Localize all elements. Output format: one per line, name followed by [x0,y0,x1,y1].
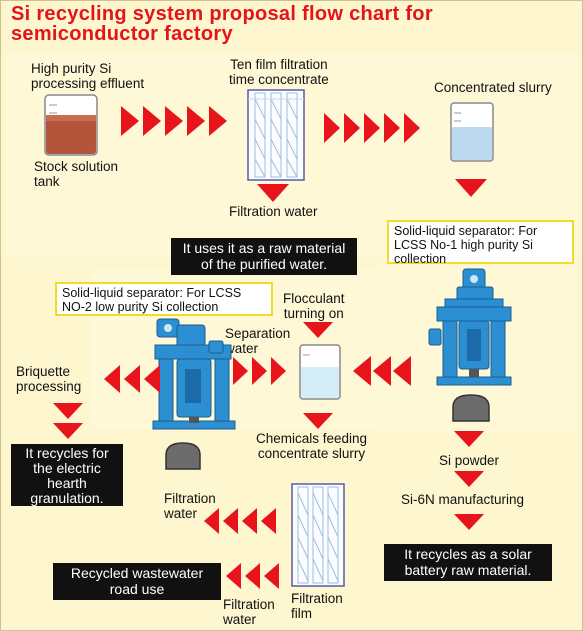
si-powder-label: Si powder [439,453,500,468]
arrow-left-icon [204,508,276,534]
arrow-down-filtration [257,184,289,204]
briquette-line-1: Briquette [16,364,71,379]
si6n-label: Si-6N manufacturing [401,492,525,507]
arrow-down-icon [455,179,487,197]
effluent-label-line-1: High purity Si [31,61,112,76]
filter-icon [291,483,345,587]
separation-water-label: Separation water [225,326,290,356]
arrow-down-flocculant [303,322,333,340]
arrow-down-icon [454,514,484,530]
separator-1-label: Solid-liquid separator: For LCSS No-1 hi… [387,220,574,266]
title-line-1: Si recycling system proposal flow chart … [11,3,433,25]
filtration-water-left-line-1: Filtration [164,491,216,506]
separator-1-line-1: Solid-liquid separator: For [394,224,538,238]
filtration-film-label: Filtration film [291,591,343,621]
filtration-water-left-label: Filtration water [164,491,216,521]
briquette-line-2: processing [16,379,82,394]
arrow-down-icon [257,184,289,202]
hearth-line-3: hearth [47,475,87,491]
effluent-label: High purity Si processing effluent [31,61,144,91]
filtration-top-line-1: Ten film filtration [230,57,328,72]
filtration-top-line-2: time concentrate [229,72,329,87]
arrow-right-icon [233,357,286,385]
briquette-label: Briquette processing [16,364,81,394]
arrow-down-icon [53,403,83,439]
title-line-2: semiconductor factory [11,23,233,45]
electric-hearth-box: It recycles for the electric hearth gran… [11,444,123,506]
solar-battery-box: It recycles as a solar battery raw mater… [384,544,552,581]
arrow-down-icon [303,322,333,338]
chemicals-line-1: Chemicals feeding [256,431,368,446]
si-cake-icon [164,441,202,471]
separator-2-line-1: Solid-liquid separator: For LCSS [62,286,242,300]
arrow-down-si6n [454,471,484,489]
hearth-line-4: granulation. [30,490,104,506]
beaker-icon [298,343,342,401]
separation-water-line-1: Separation [225,326,291,341]
flocculant-line-2: turning on [283,306,344,321]
filter-icon [247,89,305,181]
arrow-group-top-2 [324,113,429,143]
filtration-film-line-2: film [291,606,312,621]
si-cake-icon [451,393,491,423]
hearth-line-2: the electric [33,460,101,476]
raw-material-box: It uses it as a raw material of the puri… [171,238,357,275]
separator-2-label: Solid-liquid separator: For LCSS NO-2 lo… [55,282,273,316]
chemicals-line-2: concentrate slurry [257,446,366,461]
wastewater-line-2: road use [109,581,165,597]
arrow-group-left-filtration-lower [226,563,288,589]
solar-line-1: It recycles as a solar [404,546,532,562]
filtration-water-bottom-label: Filtration water [223,597,275,627]
filtration-water-left-line-2: water [164,506,198,521]
arrow-down-icon [303,413,333,429]
arrow-down-slurry [455,179,487,199]
separation-water-line-2: water [225,341,259,356]
arrow-down-si-powder [454,431,484,449]
separator-2-line-2: NO-2 low purity Si collection [62,300,219,314]
separator-machine-icon [149,318,239,439]
filtration-water-label: Filtration water [229,204,318,219]
filtration-film-line-1: Filtration [291,591,343,606]
flocculant-label: Flocculant turning on [283,291,345,321]
solar-line-2: battery raw material. [404,562,532,578]
beaker-icon [449,101,495,163]
stock-tank-label: Stock solution tank [34,159,118,189]
stock-tank-label-line-1: Stock solution [34,159,119,174]
arrow-group-left-briquette [104,365,166,393]
arrow-left-icon [104,365,160,393]
stock-tank-label-line-2: tank [34,174,60,189]
arrow-down-chemicals [303,413,333,431]
arrow-group-left-mid [353,356,415,386]
wastewater-line-1: Recycled wastewater [70,565,204,581]
arrow-right-icon [324,113,420,143]
filtration-top-label: Ten film filtration time concentrate [229,57,329,87]
raw-material-line-1: It uses it as a raw material [182,240,346,256]
arrow-down-solar [454,514,484,532]
page-title: Si recycling system proposal flow chart … [11,4,433,44]
separator-1-line-2: LCSS No-1 high purity Si [394,238,533,252]
arrow-group-top-1 [121,106,241,136]
chemicals-label: Chemicals feeding concentrate slurry [256,431,367,461]
hearth-line-1: It recycles for [25,445,109,461]
arrow-group-left-filtration-upper [204,508,286,534]
separator-1-line-3: collection [394,252,447,266]
arrow-down-icon [454,471,484,487]
arrow-down-icon [454,431,484,447]
filtration-water-bottom-line-2: water [223,612,257,627]
recycled-wastewater-box: Recycled wastewater road use [53,563,221,600]
raw-material-line-2: of the purified water. [200,256,328,272]
filtration-water-bottom-line-1: Filtration [223,597,275,612]
effluent-label-line-2: processing effluent [31,76,145,91]
arrow-right-icon [121,106,227,136]
beaker-icon [43,93,99,157]
arrow-left-icon [226,563,279,589]
arrow-left-icon [353,356,411,386]
arrow-down-briquette [53,403,83,445]
concentrated-slurry-label: Concentrated slurry [434,80,552,95]
flocculant-line-1: Flocculant [283,291,345,306]
arrow-group-right-mid [233,357,293,385]
separator-machine-icon [428,268,519,391]
